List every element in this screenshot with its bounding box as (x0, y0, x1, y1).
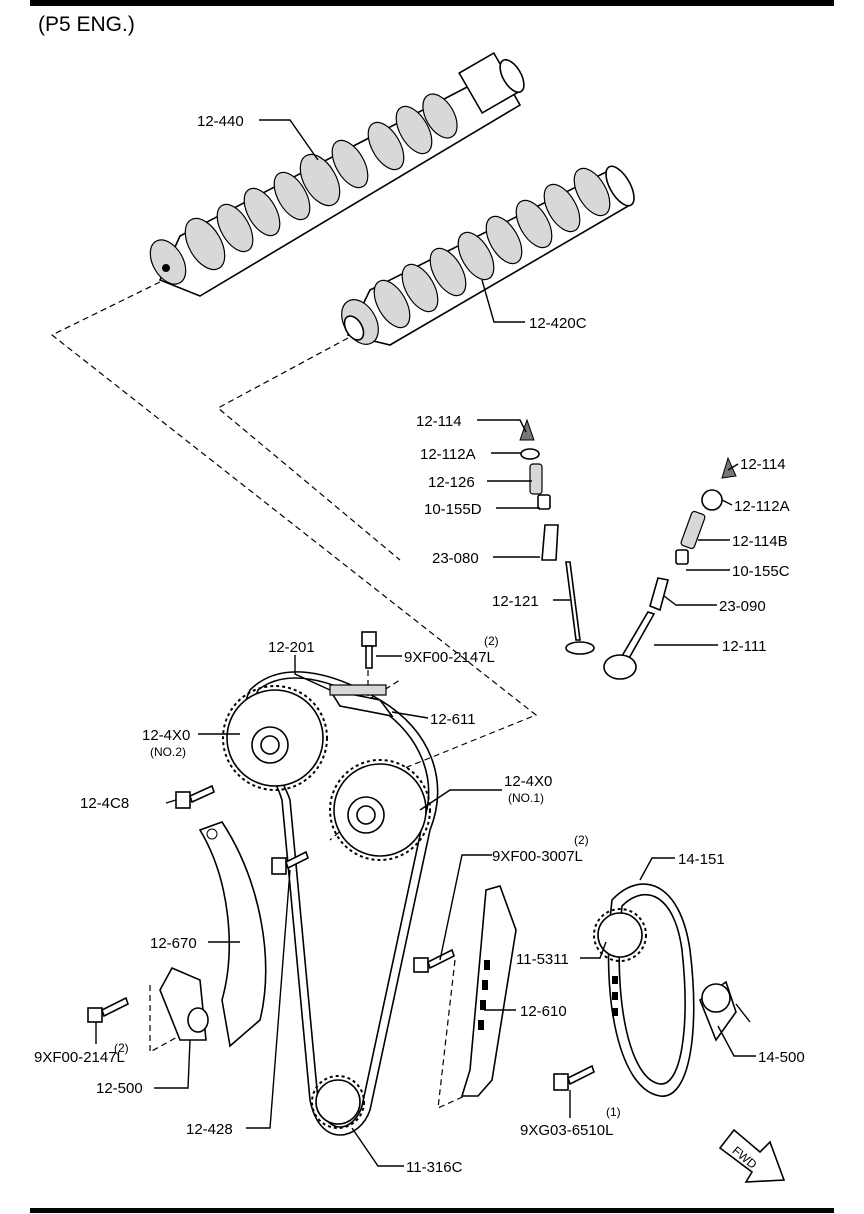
label-12-420c: 12-420C (529, 315, 587, 332)
label-12-126: 12-126 (428, 474, 475, 491)
label-12-4c8: 12-4C8 (80, 795, 129, 812)
qty-9xf00-2147l-bottom: (2) (114, 1041, 129, 1055)
chain-guide-12-610 (460, 885, 517, 1097)
qty-9xg03-6510l: (1) (606, 1105, 621, 1119)
qty-9xf00-3007l: (2) (574, 833, 589, 847)
part-labels: 12-440 12-420C 12-114 12-112A 12-126 10-… (34, 113, 805, 1176)
tensioner-12-500 (159, 966, 209, 1041)
label-12-114-lower: 12-114 (740, 456, 786, 473)
page-title: (P5 ENG.) (38, 13, 135, 36)
label-14-500: 14-500 (758, 1049, 805, 1066)
top-rule (30, 0, 834, 6)
valve-assembly-exhaust (603, 456, 737, 680)
qty-9xf00-2147l-top: (2) (484, 634, 499, 648)
label-12-500: 12-500 (96, 1080, 143, 1097)
label-10-155c: 10-155C (732, 563, 790, 580)
label-12-610: 12-610 (520, 1003, 567, 1020)
label-12-670: 12-670 (150, 935, 197, 952)
leader-lines (95, 119, 756, 1167)
sub-no1: (NO.1) (508, 791, 544, 805)
label-12-201: 12-201 (268, 639, 315, 656)
label-14-151: 14-151 (678, 851, 725, 868)
label-12-121: 12-121 (492, 593, 539, 610)
label-9xf00-2147l-bottom: 9XF00-2147L (34, 1049, 125, 1066)
label-9xf00-2147l-top: 9XF00-2147L (404, 649, 495, 666)
label-12-440: 12-440 (197, 113, 244, 130)
sprocket-12-4x0-no2 (222, 685, 328, 791)
label-10-155d: 10-155D (424, 501, 482, 518)
label-12-611: 12-611 (430, 711, 476, 728)
bolt-9xg03-6510l (553, 1064, 595, 1091)
crank-sprocket-11-316c (311, 1075, 365, 1129)
bolt-12-4c8 (175, 784, 215, 809)
bolt-12-428 (271, 850, 309, 875)
label-12-112a-lower: 12-112A (734, 498, 790, 515)
camshaft-12-420c (341, 165, 635, 346)
oil-pump-chain-14-151 (607, 883, 695, 1097)
tensioner-arm-12-670 (198, 821, 267, 1048)
label-12-4x0-no2: 12-4X0 (142, 727, 190, 744)
label-12-114-upper: 12-114 (416, 413, 462, 430)
camshaft-12-440 (149, 51, 525, 297)
bolt-9xf00-3007l (413, 948, 455, 973)
bolt-9xf00-2147l-top (361, 631, 377, 669)
label-11-5311: 11-5311 (516, 951, 569, 968)
label-11-316c: 11-316C (406, 1159, 463, 1176)
label-12-428: 12-428 (186, 1121, 233, 1138)
tensioner-14-500 (699, 980, 751, 1042)
sub-no2: (NO.2) (150, 745, 186, 759)
label-23-080: 23-080 (432, 550, 479, 567)
label-12-111: 12-111 (722, 638, 766, 655)
bolt-9xf00-2147l-bottom (87, 996, 129, 1023)
sprocket-12-4x0-no1 (329, 759, 431, 861)
sprocket-11-5311 (593, 908, 647, 1016)
fwd-arrow-icon: FWD (718, 1128, 786, 1183)
label-12-112a-upper: 12-112A (420, 446, 476, 463)
label-9xg03-6510l: 9XG03-6510L (520, 1122, 613, 1139)
bottom-rule (30, 1208, 834, 1213)
label-9xf00-3007l: 9XF00-3007L (492, 848, 583, 865)
label-12-114b: 12-114B (732, 533, 788, 550)
label-23-090: 23-090 (719, 598, 766, 615)
valve-assembly-intake (519, 418, 595, 655)
label-12-4x0-no1: 12-4X0 (504, 773, 552, 790)
chain-guide-12-611 (328, 684, 394, 718)
